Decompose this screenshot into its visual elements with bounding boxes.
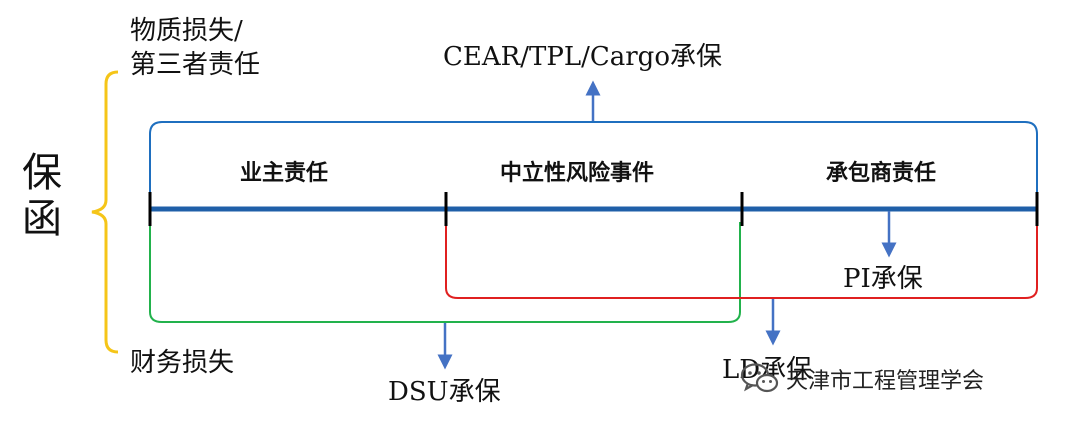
wechat-icon [740,363,779,393]
left-brace [91,70,119,354]
financial-loss-label: 财务损失 [130,348,235,378]
guarantee-label: 保函 [22,150,62,242]
watermark-text: 天津市工程管理学会 [786,369,985,394]
segment-owner-label: 业主责任 [240,161,329,186]
blue-brace [149,121,1038,196]
pi-label: PI承保 [843,264,923,294]
material-loss-label: 物质损失/ 第三者责任 [130,16,261,80]
segment-contractor-label: 承包商责任 [826,161,937,186]
dsu-label: DSU承保 [388,377,501,407]
green-brace [149,222,741,323]
watermark: 天津市工程管理学会 [740,362,984,396]
red-brace [445,222,1038,299]
segment-neutral-label: 中立性风险事件 [500,161,655,186]
cear-label: CEAR/TPL/Cargo承保 [443,42,722,72]
